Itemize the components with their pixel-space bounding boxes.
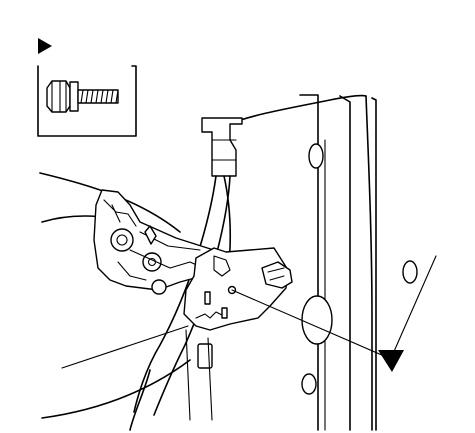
bolt-inset bbox=[37, 38, 137, 137]
door-hole-lower bbox=[301, 373, 317, 395]
leader-line-lower bbox=[61, 325, 189, 369]
triangle-marker-icon bbox=[38, 38, 52, 54]
arrow-shaft bbox=[391, 255, 437, 357]
door-hole-middle bbox=[402, 260, 418, 284]
door-hole-large bbox=[301, 295, 333, 345]
callouts bbox=[61, 255, 437, 372]
inset-frame bbox=[37, 65, 137, 137]
door-panel bbox=[226, 94, 418, 431]
leader-line-bolt bbox=[231, 289, 385, 357]
door-hole-upper bbox=[308, 143, 324, 169]
door-latch-assembly bbox=[93, 189, 225, 295]
arrow-head-icon bbox=[378, 350, 404, 372]
mounting-bracket bbox=[183, 247, 293, 421]
bolt-icon bbox=[46, 80, 119, 113]
wire-harness bbox=[133, 117, 243, 416]
